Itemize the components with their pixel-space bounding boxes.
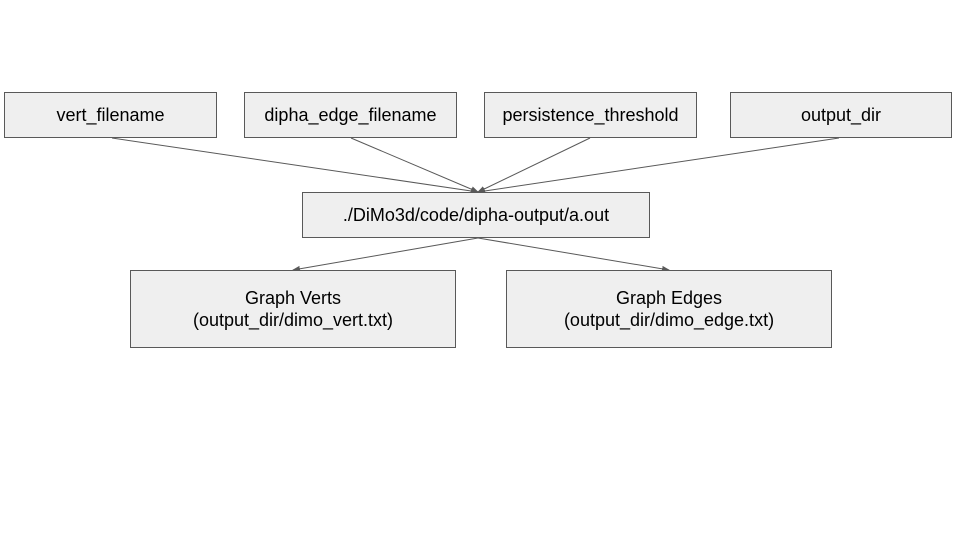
node-graph-verts: Graph Verts (output_dir/dimo_vert.txt) bbox=[130, 270, 456, 348]
edge-persistence_threshold-to-program bbox=[477, 137, 591, 193]
node-title: Graph Verts bbox=[244, 288, 342, 308]
edge-program-to-graph_verts bbox=[292, 237, 479, 272]
node-vert-filename: vert_filename bbox=[4, 92, 217, 138]
edge-program-to-graph_edges bbox=[477, 237, 670, 272]
edge-dipha_edge_filename-to-program bbox=[350, 137, 479, 193]
node-subtitle: (output_dir/dimo_edge.txt) bbox=[563, 310, 775, 330]
node-output-dir: output_dir bbox=[730, 92, 952, 138]
node-label: persistence_threshold bbox=[502, 105, 679, 125]
edge-output_dir-to-program bbox=[477, 137, 840, 194]
node-dipha-edge-filename: dipha_edge_filename bbox=[244, 92, 457, 138]
node-label: output_dir bbox=[800, 105, 882, 125]
node-title: Graph Edges bbox=[615, 288, 723, 308]
edge-vert_filename-to-program bbox=[111, 137, 479, 194]
node-program: ./DiMo3d/code/dipha-output/a.out bbox=[302, 192, 650, 238]
node-subtitle: (output_dir/dimo_vert.txt) bbox=[192, 310, 394, 330]
node-graph-edges: Graph Edges (output_dir/dimo_edge.txt) bbox=[506, 270, 832, 348]
node-label: vert_filename bbox=[56, 105, 165, 125]
node-label: dipha_edge_filename bbox=[264, 105, 437, 125]
node-label: ./DiMo3d/code/dipha-output/a.out bbox=[342, 205, 610, 225]
node-persistence-threshold: persistence_threshold bbox=[484, 92, 697, 138]
